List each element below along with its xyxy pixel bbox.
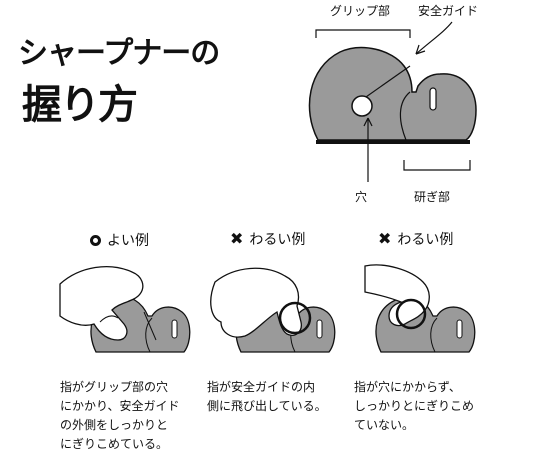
example-3-heading-text: わるい例 <box>397 232 454 248</box>
example-1-caption: 指がグリップ部の穴 にかかり、安全ガイド の外側をしっかりと にぎりこめている。 <box>60 378 180 454</box>
label-hole: 穴 <box>355 190 368 204</box>
caption-line: 側に飛び出している。 <box>207 399 327 413</box>
page-title-line1: シャープナーの <box>18 36 220 71</box>
example-3-illustration <box>364 264 476 353</box>
label-grip: グリップ部 <box>330 4 391 18</box>
caption-line: にかかり、安全ガイド <box>60 399 180 413</box>
sharpener-diagram <box>308 21 477 182</box>
example-3-caption: 指が穴にかからず、 しっかりとにぎりこめ ていない。 <box>354 378 474 435</box>
page-title-line2: 握り方 <box>22 82 138 128</box>
cross-icon: ✖ <box>230 229 244 248</box>
caption-line: 指が穴にかからず、 <box>354 380 461 394</box>
label-sharpener: 研ぎ部 <box>414 190 451 204</box>
example-2-heading: ✖ わるい例 <box>230 229 305 249</box>
example-3-heading: ✖ わるい例 <box>378 229 453 249</box>
example-2-heading-text: わるい例 <box>249 232 306 248</box>
cross-icon: ✖ <box>378 229 392 248</box>
caption-line: の外側をしっかりと <box>60 418 169 432</box>
example-1-heading-text: よい例 <box>107 233 149 249</box>
caption-line: しっかりとにぎりこめ <box>354 399 475 413</box>
example-1-illustration <box>59 266 191 353</box>
caption-line: ていない。 <box>354 418 415 432</box>
example-1-heading: よい例 <box>90 230 149 250</box>
caption-line: 指が安全ガイドの内 <box>207 380 316 394</box>
example-2-caption: 指が安全ガイドの内 側に飛び出している。 <box>207 378 327 416</box>
caption-line: にぎりこめている。 <box>60 437 169 451</box>
example-2-illustration <box>210 267 336 353</box>
label-guide: 安全ガイド <box>418 4 479 18</box>
caption-line: 指がグリップ部の穴 <box>60 380 169 394</box>
circle-icon <box>90 234 101 246</box>
